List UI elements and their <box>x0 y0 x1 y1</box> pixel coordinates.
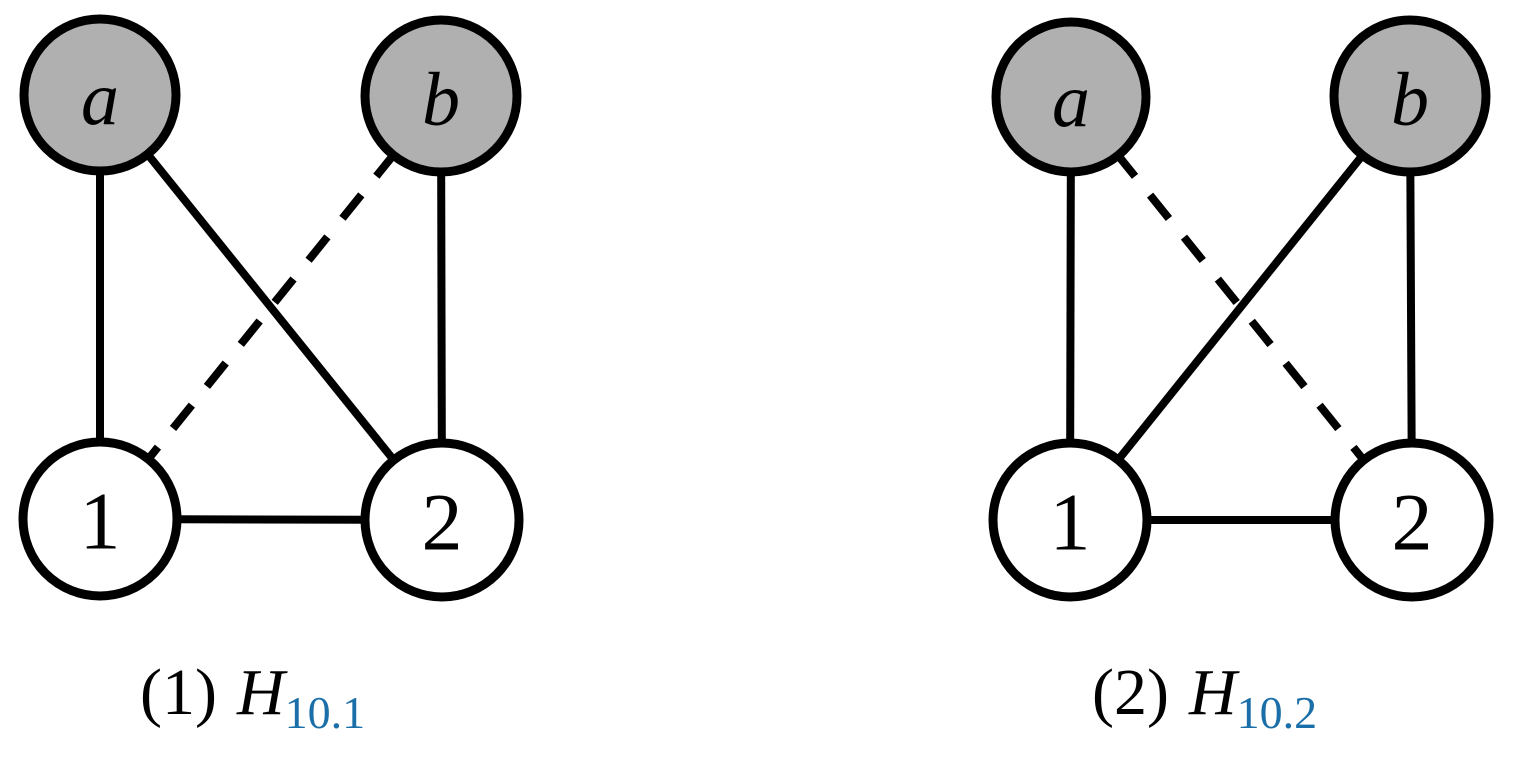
node-circle-2 <box>360 438 524 602</box>
node-circle-a <box>19 14 181 176</box>
edge-a-2-dashed <box>1113 150 1369 465</box>
node-label-1: 1 <box>80 476 121 567</box>
node-1: 1 <box>988 438 1152 602</box>
edge-b-1-solid <box>1113 150 1368 465</box>
edge-b-2-solid <box>1406 168 1416 447</box>
panel-2-caption-symbol: H <box>1188 656 1237 729</box>
node-a: a <box>991 17 1151 177</box>
panel-1-caption-subscript: 10.1 <box>284 687 366 738</box>
node-circle-1 <box>988 438 1152 602</box>
edges-layer <box>96 149 1416 524</box>
edge-a-2-solid <box>142 149 399 465</box>
node-1: 1 <box>18 437 182 601</box>
node-circle-b <box>1329 15 1491 177</box>
node-label-2: 2 <box>422 477 463 568</box>
panel-2-caption-subscript: 10.2 <box>1236 687 1318 738</box>
edge-b-2-solid <box>437 168 446 447</box>
nodes-layer: a b 1 2 a b 1 2 <box>18 14 1494 602</box>
panel-1-caption-symbol: H <box>236 656 285 729</box>
panel-2-caption: (2)H10.2 <box>1092 660 1317 736</box>
panel-1-caption: (1)H10.1 <box>140 660 365 736</box>
node-circle-2 <box>1330 438 1494 602</box>
edge-a-1-solid <box>1066 168 1075 447</box>
node-2: 2 <box>360 438 524 602</box>
node-label-2: 2 <box>1392 477 1433 568</box>
node-b: b <box>1329 15 1491 177</box>
node-label-b: b <box>1391 58 1429 142</box>
node-a: a <box>19 14 181 176</box>
panel-1-caption-index: (1) <box>140 656 217 729</box>
node-label-a: a <box>1052 59 1090 143</box>
node-label-b: b <box>422 58 460 142</box>
node-circle-1 <box>18 437 182 601</box>
node-label-a: a <box>81 57 119 141</box>
node-2: 2 <box>1330 438 1494 602</box>
panel-2-caption-index: (2) <box>1092 656 1169 729</box>
node-circle-b <box>360 15 522 177</box>
node-circle-a <box>991 17 1151 177</box>
edge-1-2-solid <box>173 515 369 524</box>
node-label-1: 1 <box>1050 477 1091 568</box>
edge-b-1-dashed <box>143 150 399 464</box>
node-b: b <box>360 15 522 177</box>
